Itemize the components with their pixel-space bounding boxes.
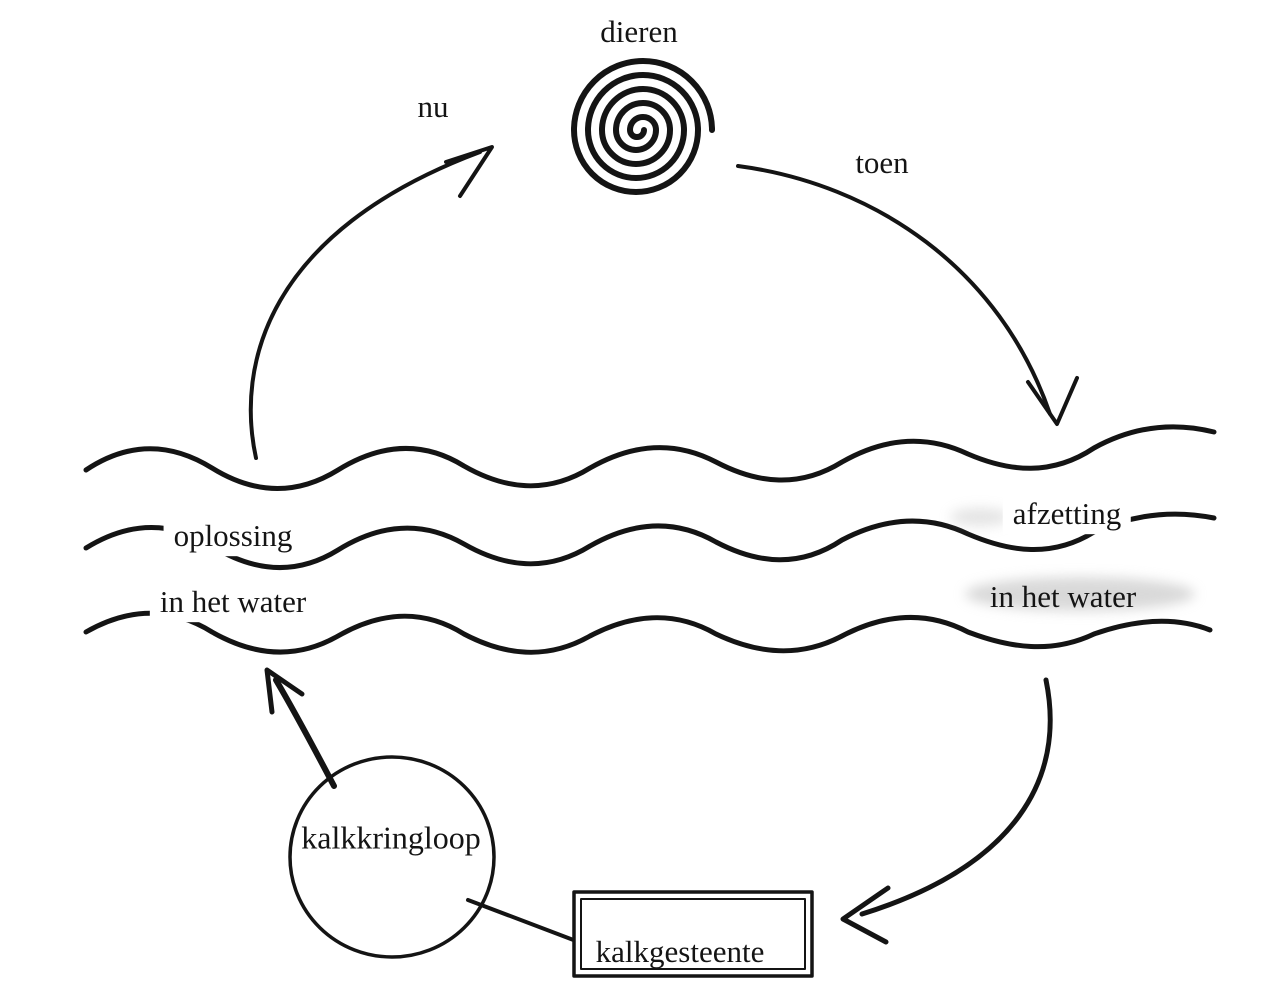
arrow-nu-head [444, 145, 494, 198]
water-wave-3 [83, 610, 1213, 655]
label-kalkkringloop: kalkkringloop [301, 819, 481, 856]
label-afzetting-sub: in het water [989, 579, 1137, 615]
arrow-kalkkringloop-to-water-head [264, 667, 305, 715]
label-oplossing: oplossing [163, 516, 303, 556]
arrow-afzetting-to-kalkgesteente-head [840, 885, 891, 945]
label-kalkgesteente: kalkgesteente [595, 934, 765, 970]
kalkgesteente-box-outer [572, 890, 814, 978]
arrow-kalkkringloop-to-water-shaft [273, 677, 337, 789]
water-waves [83, 424, 1217, 655]
smudge-mark-right [965, 577, 1195, 611]
label-nu: nu [417, 89, 449, 125]
arrow-afzetting-to-kalkgesteente-shaft [859, 677, 1053, 917]
arrow-toen-head [1026, 376, 1079, 426]
kalkgesteente-box-inner [580, 898, 806, 970]
label-oplossing-sub: in het water [149, 582, 317, 622]
label-dieren: dieren [600, 14, 678, 50]
kalkkringloop-circle [288, 755, 496, 959]
arrow-toen-shaft [736, 164, 1052, 416]
water-wave-2 [83, 511, 1217, 570]
label-toen: toen [855, 145, 909, 181]
label-afzetting: afzetting [1002, 494, 1132, 534]
smudge-mark-afzetting [950, 508, 1010, 526]
snail-spiral-icon [571, 58, 715, 195]
connector-kalkkringloop-to-kalkgesteente [466, 898, 586, 946]
water-wave-1 [83, 424, 1217, 491]
arrow-nu-shaft [248, 150, 482, 460]
